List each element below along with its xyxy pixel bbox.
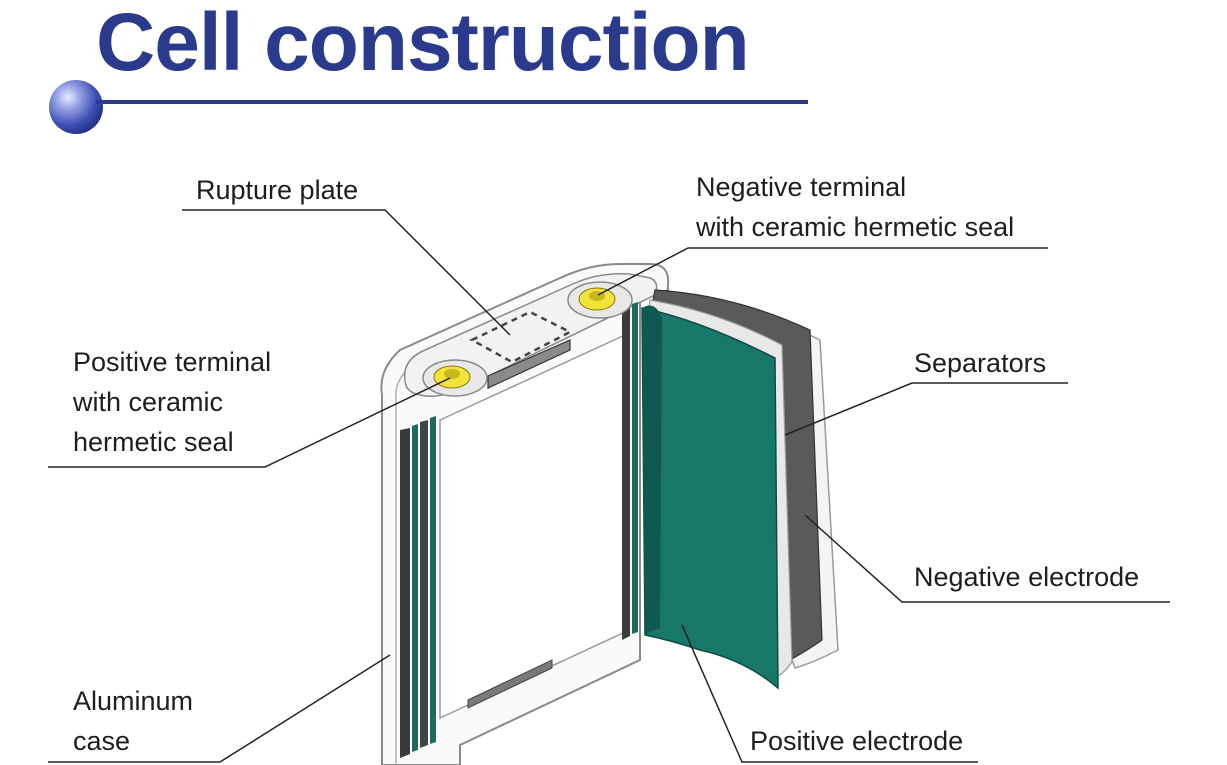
leader-positive-electrode	[681, 624, 978, 763]
bottom-tab	[467, 659, 553, 709]
label-separators: Separators	[914, 348, 1047, 378]
positive-electrode-curl	[642, 305, 662, 635]
label-positive-terminal: Positive terminal with ceramic hermetic …	[73, 347, 272, 457]
leader-separators	[784, 382, 1068, 436]
label-positive-electrode: Positive electrode	[750, 726, 964, 756]
leader-rupture-plate	[182, 209, 511, 336]
leader-aluminum-case	[48, 654, 391, 763]
positive-electrode-sheet	[641, 307, 779, 690]
leader-positive-terminal	[48, 377, 451, 468]
label-aluminum-case: Aluminum case	[73, 686, 194, 756]
title-bullet-sphere	[49, 80, 103, 134]
rupture-plate-outline	[469, 310, 573, 364]
page-title: Cell construction	[96, 0, 750, 88]
label-rupture-plate: Rupture plate	[196, 175, 359, 205]
leader-negative-electrode	[804, 514, 1170, 603]
rupture-plate-bar	[487, 339, 571, 389]
positive-terminal-seal	[422, 359, 488, 397]
leader-lines	[48, 209, 1170, 763]
leader-negative-terminal	[597, 247, 1048, 296]
right-edge-layers	[622, 302, 638, 640]
negative-terminal-seal	[567, 281, 633, 319]
label-negative-terminal: Negative terminal with ceramic hermetic …	[696, 172, 1015, 242]
label-negative-electrode: Negative electrode	[914, 562, 1140, 592]
left-edge-layers	[400, 416, 436, 758]
title-underline	[96, 100, 808, 104]
